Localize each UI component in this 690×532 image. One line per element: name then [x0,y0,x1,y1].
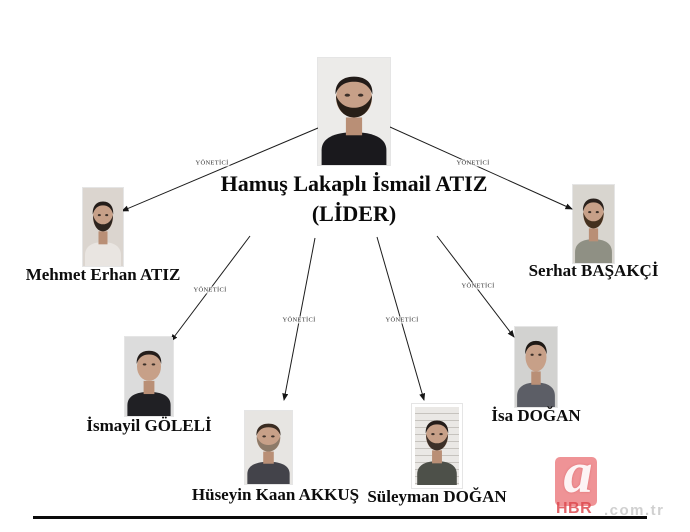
leader-name: Hamuş Lakaplı İsmail ATIZ (LİDER) [221,169,488,228]
member-name: İsmayil GÖLELİ [86,416,212,435]
member-card-huseyin: Hüseyin Kaan AKKUŞ [192,411,359,503]
member-card-serhat: Serhat BAŞAKÇİ [529,185,658,279]
member-card-suleyman: Süleyman DOĞAN [367,404,507,505]
edge-label-yonetici: YÖNETİCİ [194,159,230,167]
member-name: Hüseyin Kaan AKKUŞ [191,485,360,504]
member-mugshot-photo [573,185,614,263]
watermark-hbr-text: HBR [556,500,593,517]
member-card-ismayil: İsmayil GÖLELİ [86,337,212,434]
leader-role-text: (LİDER) [311,200,397,226]
leader-name-text: Hamuş Lakaplı İsmail ATIZ [220,171,488,196]
edge-label-yonetici: YÖNETİCİ [455,159,491,167]
ahaber-logo-square [555,457,597,506]
edge-label-yonetici: YÖNETİCİ [460,282,496,290]
member-mugshot-photo [83,188,123,266]
watermark-ahaber: a HBR .com.tr [548,440,690,525]
member-name: Süleyman DOĞAN [367,487,507,506]
member-card-isa: İsa DOĞAN [491,327,581,424]
member-mugshot-photo [515,327,557,407]
member-mugshot-photo [412,404,462,488]
watermark-domain-text: .com.tr [604,502,665,519]
edge-label-yonetici: YÖNETİCİ [281,316,317,324]
leader-card: Hamuş Lakaplı İsmail ATIZ (LİDER) [221,58,487,226]
edge-leader-mehmet [121,127,319,212]
edge-label-yonetici: YÖNETİCİ [192,286,228,294]
member-name: Mehmet Erhan ATIZ [25,265,181,284]
edge-label-yonetici: YÖNETİCİ [384,316,420,324]
member-name: İsa DOĞAN [491,406,581,425]
member-card-mehmet: Mehmet Erhan ATIZ [26,188,180,283]
member-mugshot-photo [125,337,173,416]
ahaber-logo-letter: a [563,440,593,505]
bottom-border-line [33,516,647,519]
leader-mugshot-photo [318,58,390,165]
member-name: Serhat BAŞAKÇİ [528,261,659,280]
member-mugshot-photo [245,411,292,484]
edge-leader-serhat [389,126,573,210]
